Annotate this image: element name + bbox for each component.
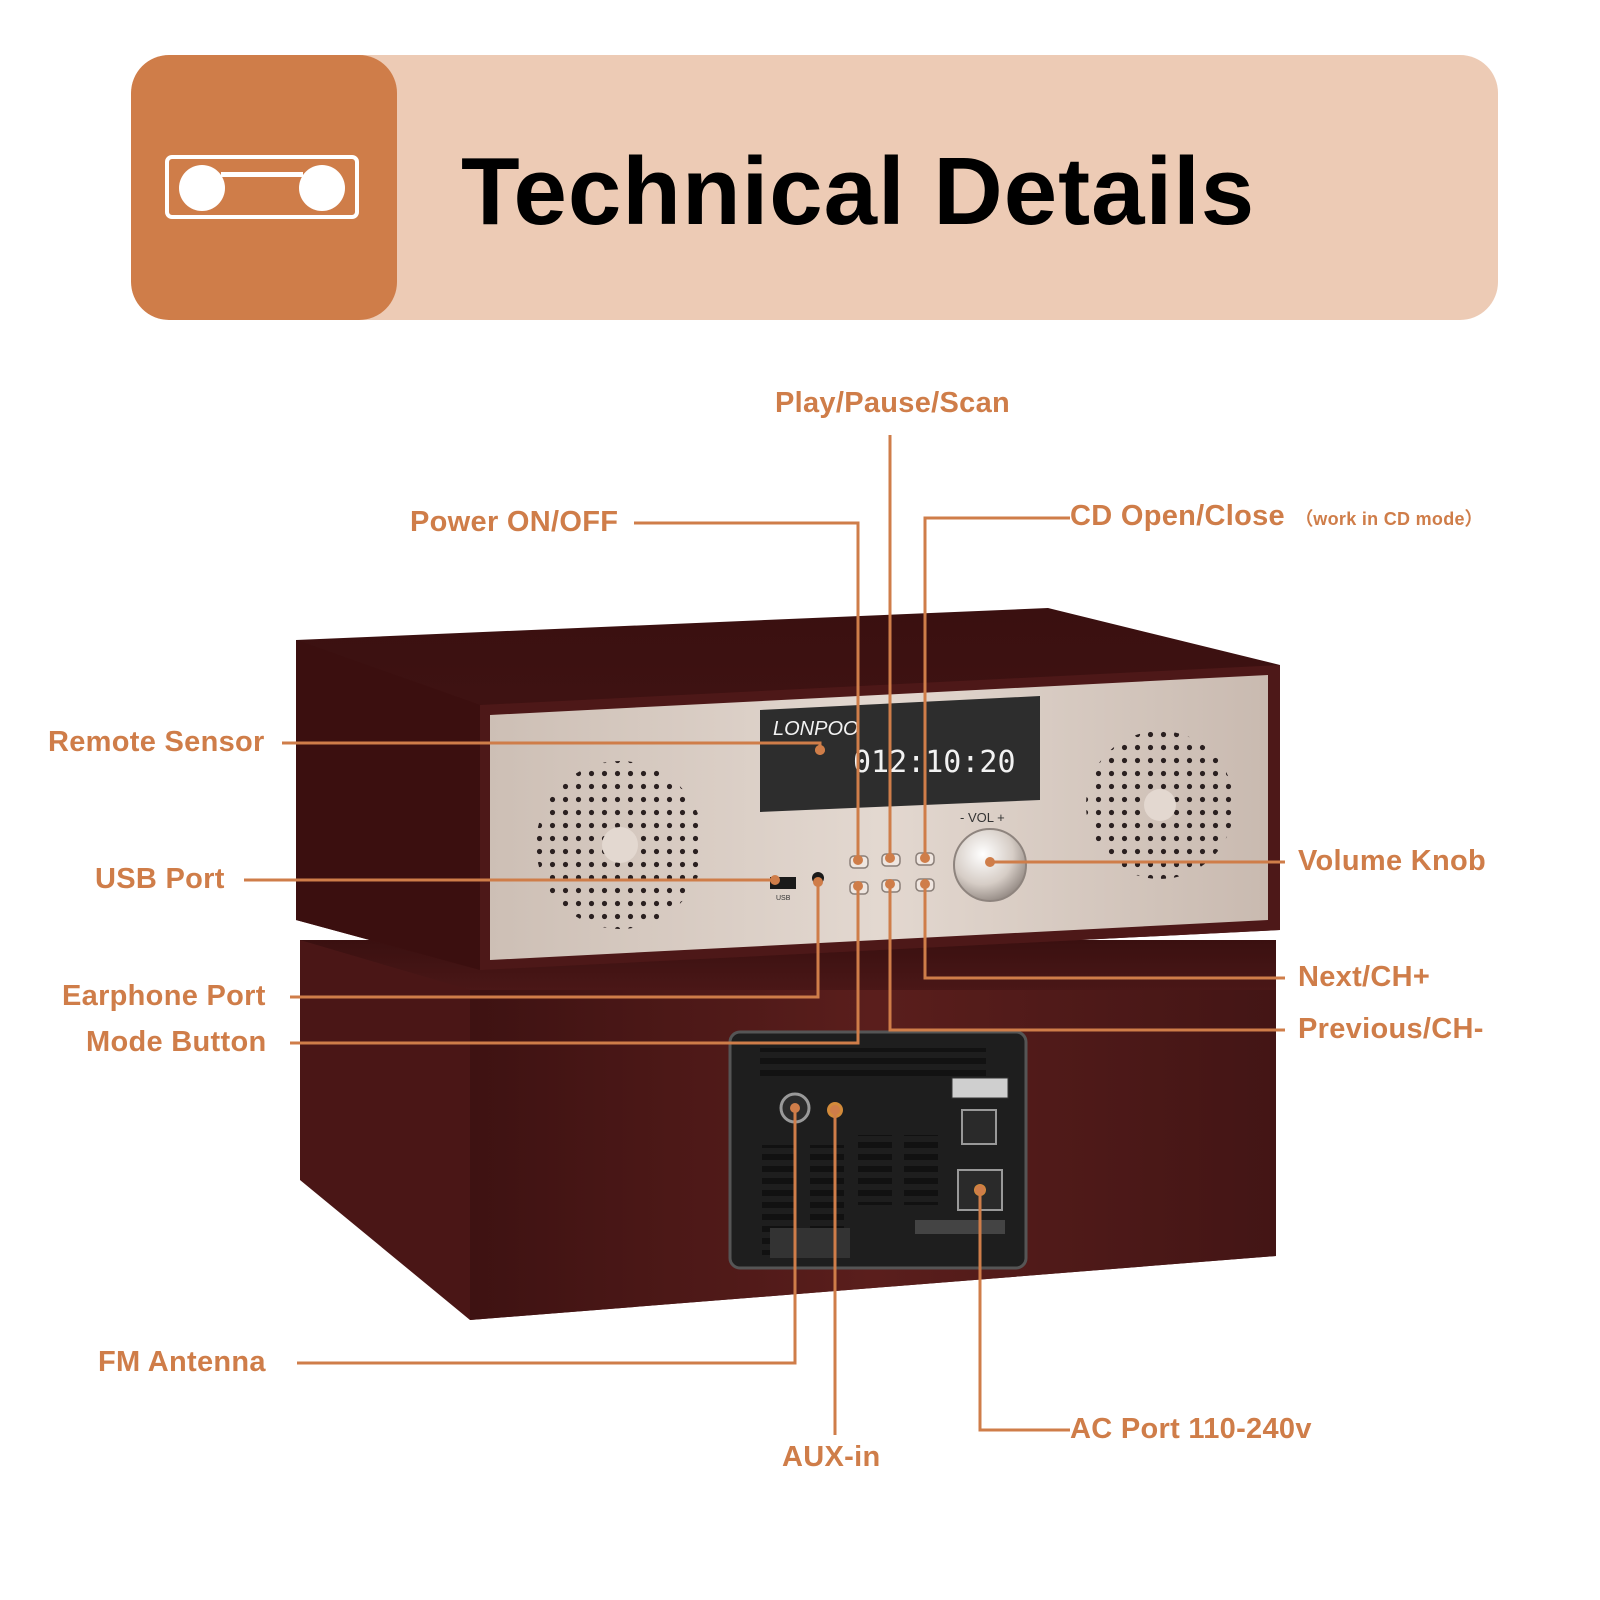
callout-usb-port: USB Port [95, 863, 225, 895]
callout-cd-open-label: CD Open/Close [1070, 500, 1285, 532]
display-screen [760, 696, 1040, 812]
callout-remote-sensor: Remote Sensor [48, 726, 265, 758]
callout-cd-note: （work in CD mode） [1295, 509, 1484, 529]
page-title: Technical Details [461, 138, 1256, 245]
callout-power: Power ON/OFF [410, 506, 619, 538]
banner-icon-box [131, 55, 397, 320]
callout-cd-open: CD Open/Close （work in CD mode） [1070, 502, 1483, 531]
usb-label: USB [776, 895, 791, 902]
callout-previous: Previous/CH- [1298, 1013, 1484, 1045]
callout-mode-button: Mode Button [86, 1026, 267, 1058]
callout-volume-knob: Volume Knob [1298, 845, 1487, 877]
brand-logo: LONPOO [773, 718, 859, 740]
callout-fm-antenna: FM Antenna [98, 1346, 266, 1378]
cassette-tape-icon [165, 155, 359, 219]
callout-aux-in: AUX-in [782, 1441, 881, 1473]
callout-lines [244, 435, 1285, 1435]
header-banner: Technical Details [131, 55, 1498, 320]
main-unit-side [296, 640, 480, 970]
display-time: 012:10:20 [853, 745, 1016, 780]
callout-play-pause: Play/Pause/Scan [775, 387, 1011, 419]
vol-label: - VOL + [960, 810, 1005, 825]
callout-earphone: Earphone Port [62, 980, 266, 1012]
callout-next: Next/CH+ [1298, 961, 1431, 993]
callout-ac-port: AC Port 110-240v [1070, 1413, 1312, 1445]
power-switch [961, 1109, 997, 1145]
